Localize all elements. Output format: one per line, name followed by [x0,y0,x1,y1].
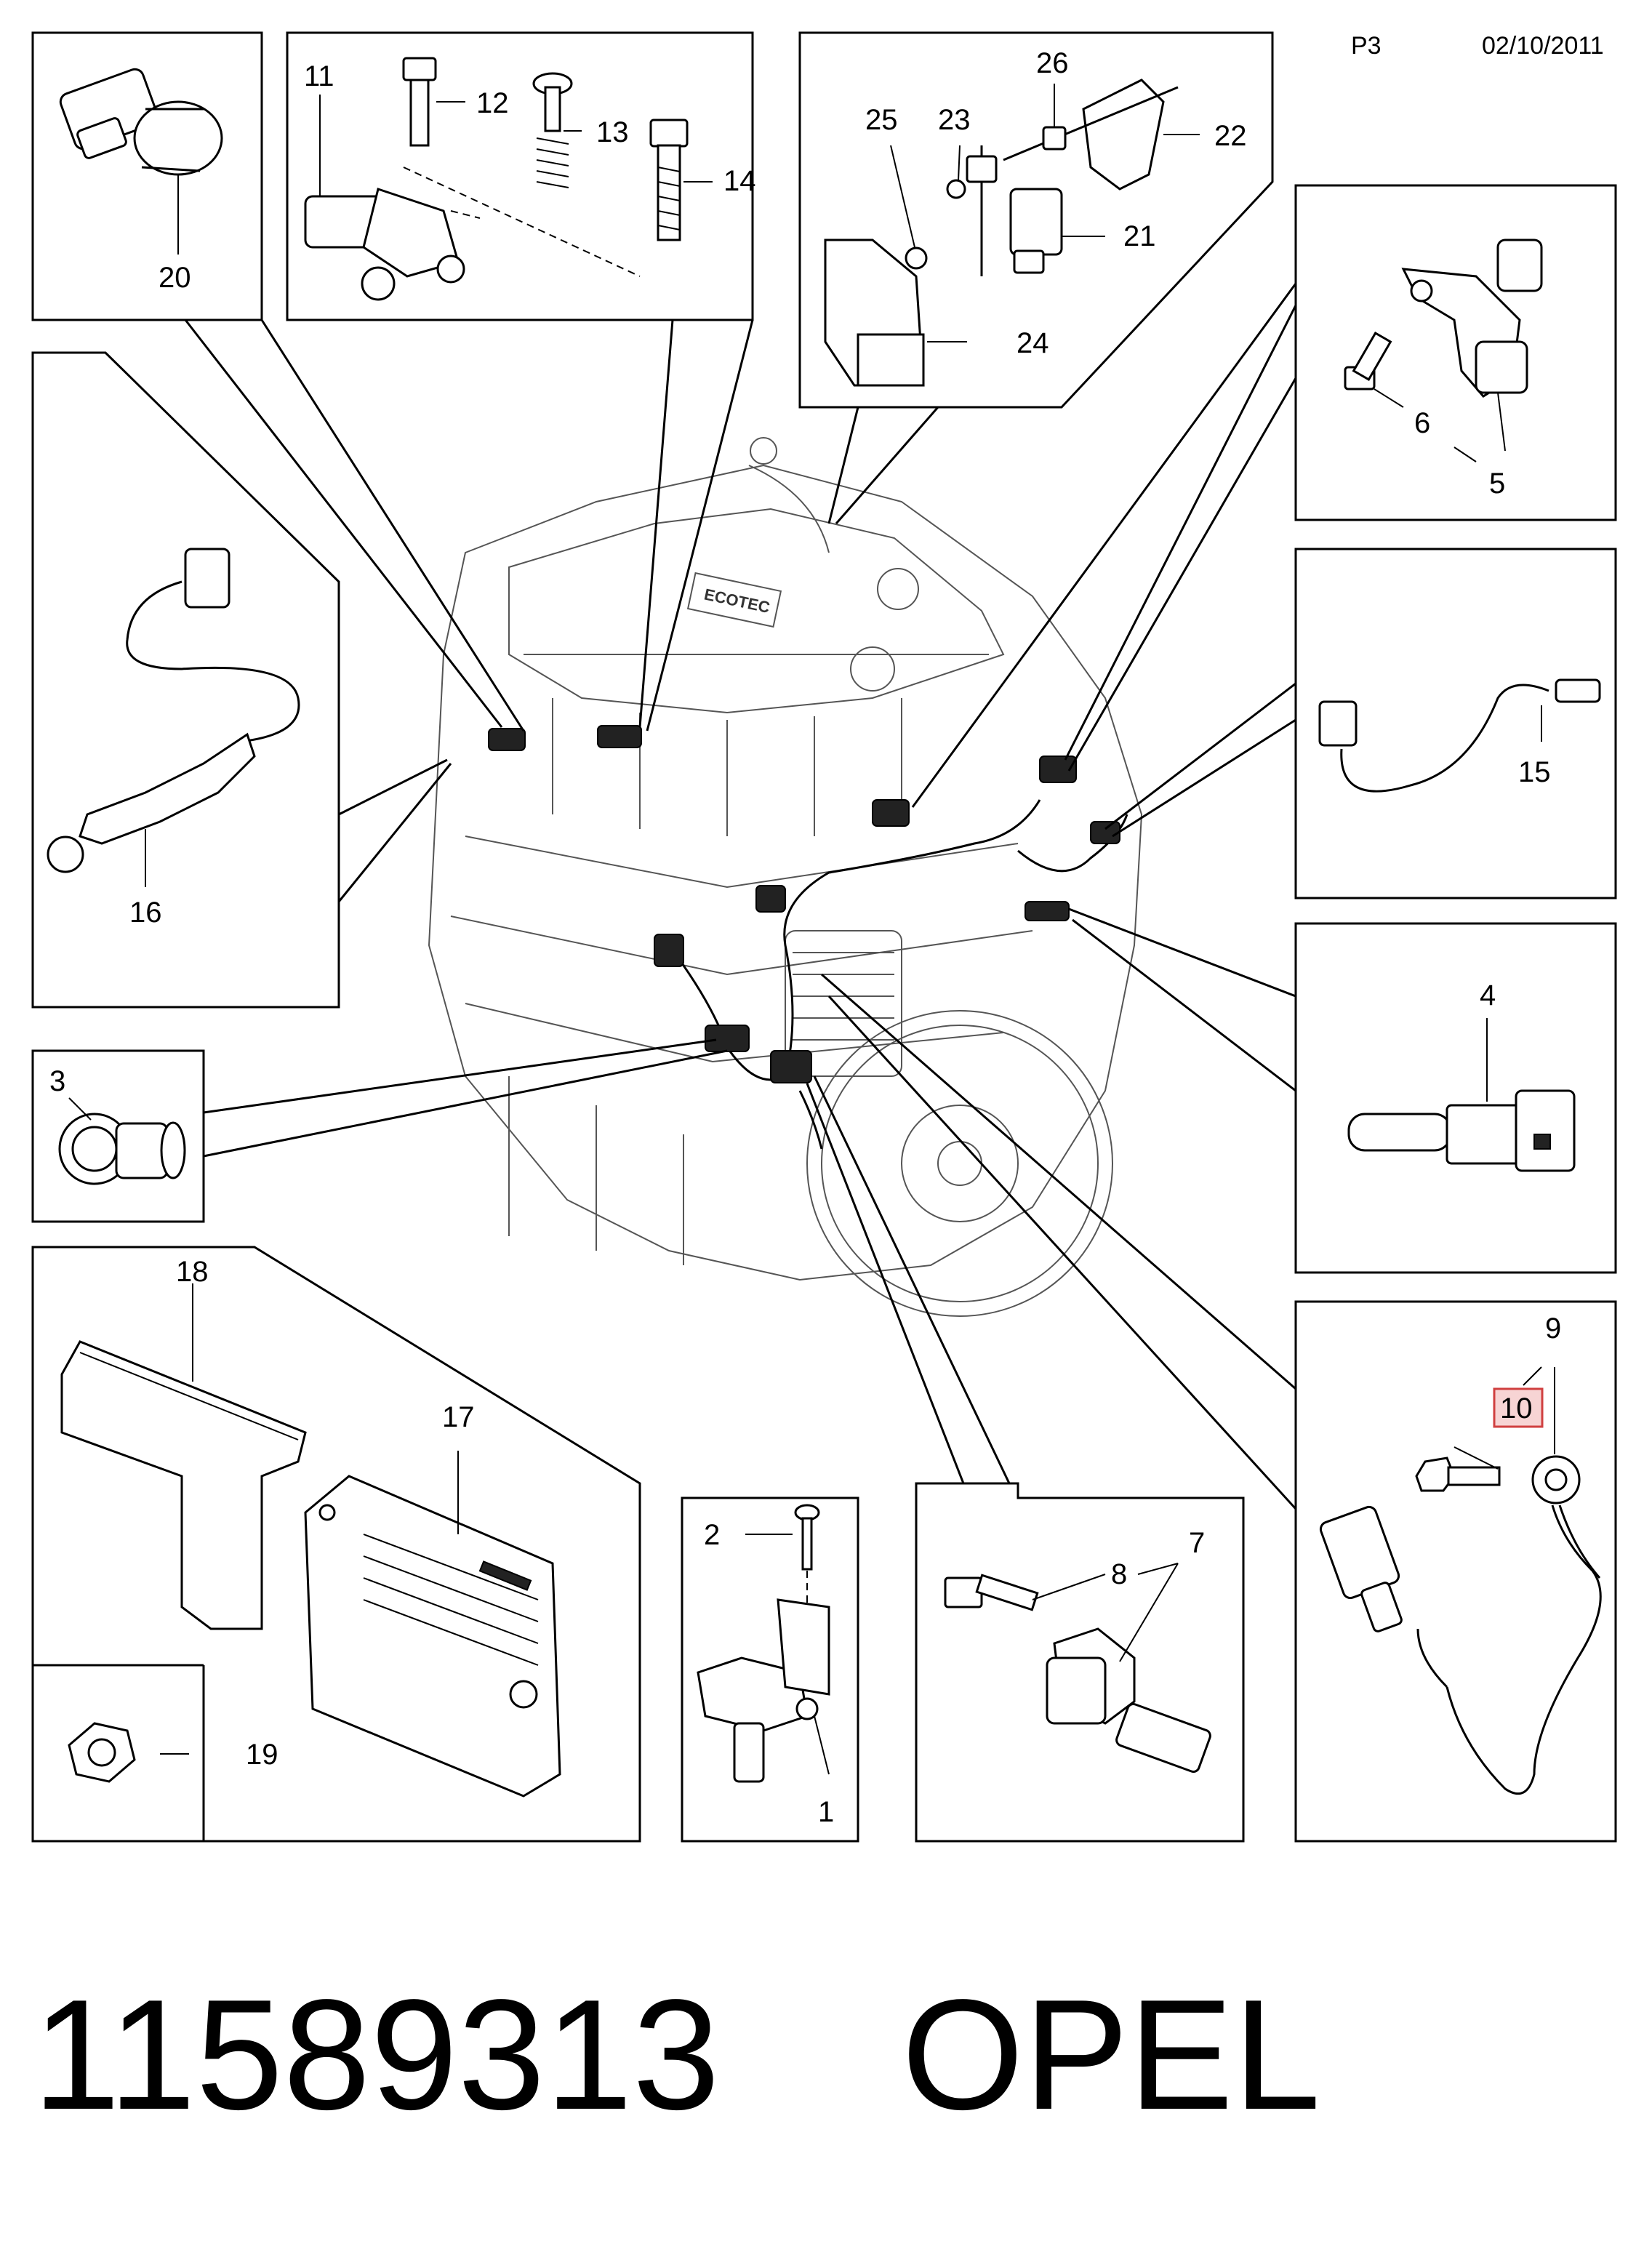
highlight-callout-10[interactable] [1493,1387,1544,1428]
nut-part-19[interactable] [68,1722,136,1783]
panel-parts-7-8: 8 7 [915,1482,1245,1843]
sensor-part-21[interactable] [966,145,1063,276]
nut-part-23[interactable] [946,179,966,199]
bolt-part-14[interactable] [649,119,689,241]
callout-10[interactable]: 10 [1500,1393,1533,1424]
callout-9[interactable]: 9 [1545,1313,1561,1345]
crankshaft-sensor-part-7[interactable] [1046,1627,1212,1774]
callout-24[interactable]: 24 [1017,327,1049,359]
callout-1[interactable]: 1 [818,1796,834,1828]
panel-parts-17-19: 18 17 19 [31,1246,641,1843]
callout-20[interactable]: 20 [159,262,191,294]
clip-part-26[interactable] [1042,126,1067,151]
callout-3[interactable]: 3 [49,1065,65,1097]
temp-sensor-part-15[interactable] [1318,678,1601,793]
callout-15[interactable]: 15 [1518,756,1551,788]
panel-part-15: 15 [1294,548,1617,899]
map-sensor-part-1[interactable] [697,1598,830,1783]
panel-part-20: 20 [31,31,263,321]
panel-parts-11-14: 11 12 13 14 [286,31,756,321]
callout-13[interactable]: 13 [596,116,629,148]
panel-parts-5-6: 5 6 [1294,184,1617,521]
bracket-part-24[interactable] [824,239,925,387]
bolt-part-6[interactable] [1344,331,1392,390]
callout-21[interactable]: 21 [1123,220,1156,252]
callout-19[interactable]: 19 [246,1739,278,1771]
engine-label: ECOTEC [702,585,771,617]
page-number: P3 [1351,32,1382,60]
leader-lines [184,283,1297,1510]
diagram-date: 02/10/2011 [1482,32,1604,60]
callout-7[interactable]: 7 [1189,1527,1205,1559]
callout-16[interactable]: 16 [129,897,162,929]
panel-part-3: 3 [31,1049,205,1223]
nut-part-25[interactable] [905,247,928,270]
screw-part-13[interactable] [532,72,573,188]
bolt-part-8[interactable] [944,1574,1039,1611]
callout-8[interactable]: 8 [1111,1558,1127,1590]
cover-part-18[interactable] [60,1340,307,1630]
callout-14[interactable]: 14 [723,165,756,197]
callout-6[interactable]: 6 [1414,407,1430,439]
callout-23[interactable]: 23 [938,104,971,136]
camshaft-sensor-part-5[interactable] [1401,239,1543,398]
panel-parts-9-10: 10 9 [1294,1300,1617,1843]
temperature-sensor-part-4[interactable] [1347,1089,1576,1172]
brand-name: OPEL [902,1966,1320,2142]
screw-part-2[interactable] [794,1504,820,1571]
pressure-sensor-part-20[interactable] [58,67,223,176]
pressure-switch-part-3[interactable] [58,1113,186,1185]
callout-12[interactable]: 12 [476,87,509,119]
oxygen-sensor-part-16[interactable] [47,548,300,873]
bolt-part-12[interactable] [402,57,437,147]
panel-parts-21-26: 24 25 23 21 22 26 [798,31,1274,409]
bracket-part-22[interactable] [1003,79,1179,191]
ecu-part-17[interactable] [304,1475,561,1798]
callout-4[interactable]: 4 [1480,979,1496,1011]
callout-2[interactable]: 2 [704,1519,720,1551]
callout-5[interactable]: 5 [1489,468,1505,500]
callout-17[interactable]: 17 [442,1401,475,1433]
knock-sensor-part-9[interactable] [1319,1455,1602,1795]
callout-11[interactable]: 11 [304,60,334,92]
panel-part-16: 16 [31,351,340,1009]
engine-assembly: ECOTEC [428,437,1143,1317]
callout-22[interactable]: 22 [1214,120,1247,152]
sensor-part-11[interactable] [304,188,465,301]
panel-parts-1-2: 2 1 [681,1496,859,1843]
callout-26[interactable]: 26 [1036,47,1069,79]
callout-18[interactable]: 18 [176,1256,209,1288]
callout-25[interactable]: 25 [865,104,898,136]
bolt-part-10[interactable] [1415,1456,1501,1492]
part-number: 11589313 [33,1966,720,2142]
panel-part-4: 4 [1294,922,1617,1274]
